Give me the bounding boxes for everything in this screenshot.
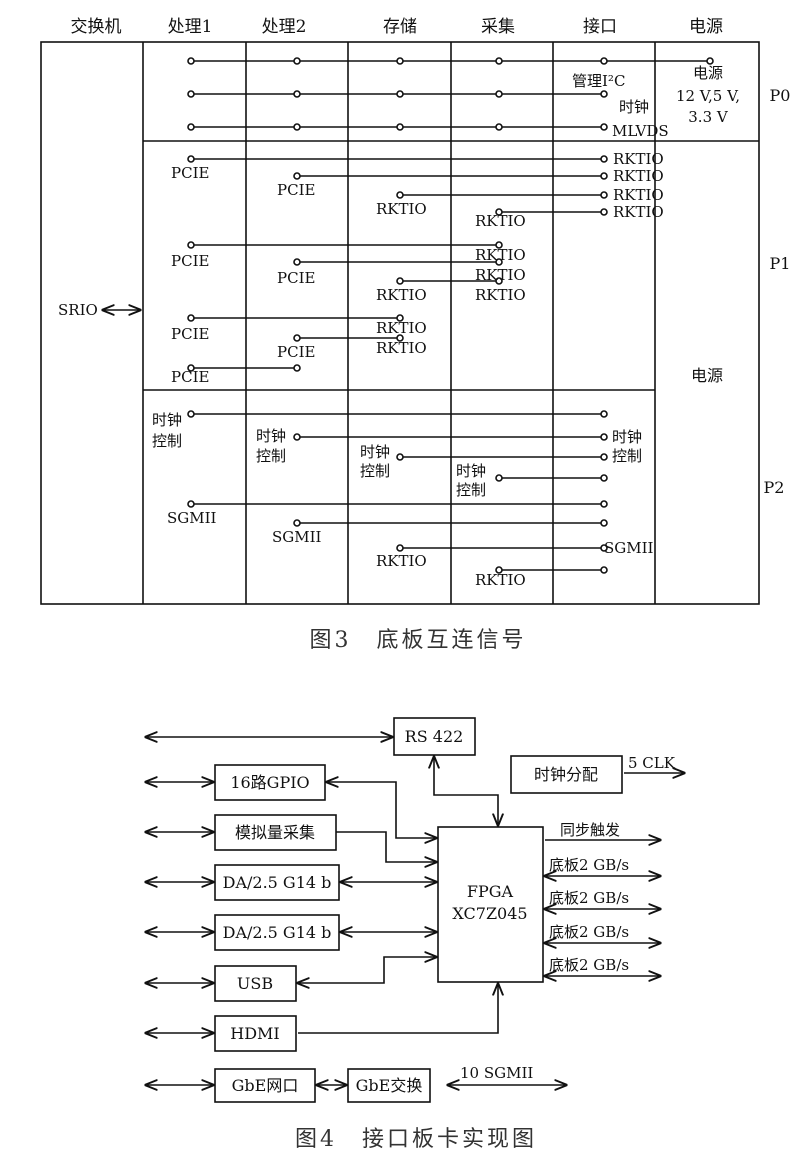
gbe-port-label: GbE网口 <box>232 1076 299 1095</box>
col-header-proc1: 处理1 <box>168 17 213 37</box>
rktio-label: RKTIO <box>475 266 526 284</box>
pcie-label: PCIE <box>277 269 315 287</box>
gbe-switch-label: GbE交换 <box>356 1076 423 1095</box>
fpga-label: FPGA <box>467 882 514 901</box>
backplane-label: 底板2 GB/s <box>549 889 629 907</box>
col-header-switch: 交换机 <box>71 17 122 37</box>
fpga-part-label: XC7Z045 <box>452 904 527 923</box>
sgmii-label: SGMII <box>604 539 654 557</box>
col-header-storage: 存储 <box>383 17 417 37</box>
p0-i2c-label: 管理I²C <box>572 72 625 90</box>
clock-ctrl-label: 控制 <box>612 447 642 465</box>
rktio-label: RKTIO <box>475 286 526 304</box>
rktio-label: RKTIO <box>475 571 526 589</box>
rktio-label: RKTIO <box>613 150 664 168</box>
connector-p2: P2 <box>764 478 785 497</box>
connector-p1: P1 <box>770 254 791 273</box>
col-header-proc2: 处理2 <box>262 17 307 37</box>
backplane-label: 底板2 GB/s <box>549 856 629 874</box>
rktio-label: RKTIO <box>475 212 526 230</box>
clock-ctrl-label: 时钟 <box>152 411 182 429</box>
rs422-box <box>393 717 476 756</box>
hdmi-label: HDMI <box>230 1024 279 1043</box>
clock-dist-label: 时钟分配 <box>534 765 598 784</box>
fpga-box <box>437 826 544 983</box>
da2-box <box>214 914 340 951</box>
rs422-label: RS 422 <box>405 727 464 746</box>
sgmii-label: SGMII <box>167 509 217 527</box>
da1-label: DA/2.5 G14 b <box>223 873 332 892</box>
figure-3-caption: 图3 底板互连信号 <box>310 628 527 653</box>
clk-out-label: 5 CLK <box>628 754 676 772</box>
clock-ctrl-label: 控制 <box>456 481 486 499</box>
hdmi-box <box>214 1015 297 1052</box>
rktio-label: RKTIO <box>376 200 427 218</box>
col-header-power: 电源 <box>689 17 723 37</box>
clock-dist-box <box>510 755 623 794</box>
pcie-label: PCIE <box>171 164 209 182</box>
backplane-label: 底板2 GB/s <box>549 956 629 974</box>
clock-ctrl-label: 控制 <box>256 447 286 465</box>
clock-ctrl-label: 控制 <box>152 432 182 450</box>
p0-power-voltages: 12 V,5 V, <box>676 87 740 105</box>
sgmii10-label: 10 SGMII <box>460 1064 533 1082</box>
rktio-label: RKTIO <box>376 319 427 337</box>
figure-4-caption: 图4 接口板卡实现图 <box>295 1127 537 1152</box>
clock-ctrl-label: 时钟 <box>360 443 390 461</box>
gpio-box <box>214 764 326 801</box>
da2-label: DA/2.5 G14 b <box>223 923 332 942</box>
gbe-switch-box <box>347 1068 431 1103</box>
rktio-label: RKTIO <box>613 203 664 221</box>
pcie-label: PCIE <box>277 343 315 361</box>
p0-power-voltages-2: 3.3 V <box>688 108 729 126</box>
clock-ctrl-label: 时钟 <box>256 427 286 445</box>
backplane-label: 底板2 GB/s <box>549 923 629 941</box>
clock-ctrl-label: 时钟 <box>456 462 486 480</box>
p0-clock-label: 时钟 <box>619 98 649 116</box>
usb-label: USB <box>237 974 273 993</box>
rktio-label: RKTIO <box>613 167 664 185</box>
analog-label: 模拟量采集 <box>235 823 315 842</box>
connector-p0: P0 <box>770 86 791 105</box>
clock-ctrl-label: 控制 <box>360 462 390 480</box>
sync-label: 同步触发 <box>560 821 620 839</box>
clock-ctrl-label: 时钟 <box>612 428 642 446</box>
figure-4: RS 422 时钟分配 16路GPIO 模拟量采集 DA/2.5 G14 b D… <box>146 717 684 1103</box>
rktio-label: RKTIO <box>475 246 526 264</box>
rktio-label: RKTIO <box>613 186 664 204</box>
power-label-main: 电源 <box>691 366 723 385</box>
backplane-frame <box>40 41 760 605</box>
col-header-acq: 采集 <box>481 17 515 37</box>
pcie-label: PCIE <box>171 325 209 343</box>
gbe-port-box <box>214 1068 316 1103</box>
sgmii-label: SGMII <box>272 528 322 546</box>
rktio-label: RKTIO <box>376 339 427 357</box>
pcie-label: PCIE <box>171 368 209 386</box>
pcie-label: PCIE <box>277 181 315 199</box>
pcie-label: PCIE <box>171 252 209 270</box>
da1-box <box>214 864 340 901</box>
p0-power-label: 电源 <box>693 64 723 82</box>
figure-3: 交换机 处理1 处理2 存储 采集 接口 电源 P0 P1 P2 SRIO <box>40 17 791 605</box>
usb-box <box>214 965 297 1002</box>
rktio-label: RKTIO <box>376 552 427 570</box>
gpio-label: 16路GPIO <box>230 773 309 792</box>
col-header-interface: 接口 <box>583 17 617 37</box>
rktio-label: RKTIO <box>376 286 427 304</box>
p0-mlvds-label: MLVDS <box>612 122 669 140</box>
srio-label: SRIO <box>58 301 98 319</box>
